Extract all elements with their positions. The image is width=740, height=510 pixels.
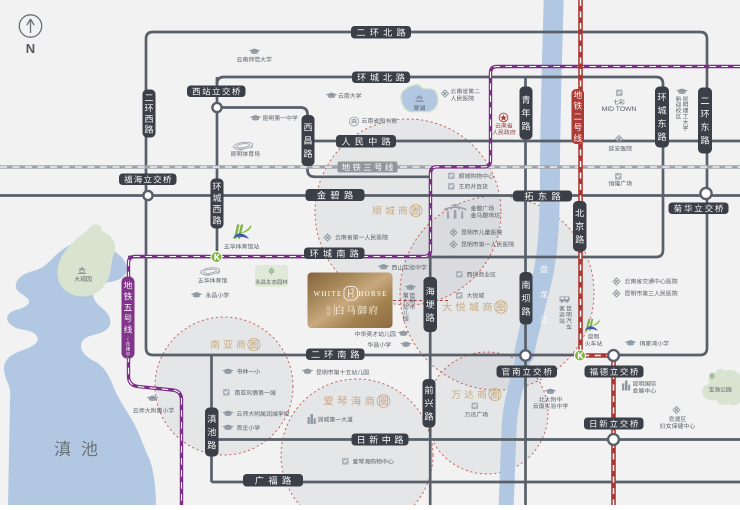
- svg-text:N: N: [26, 41, 35, 56]
- svg-text:MID TOWN: MID TOWN: [602, 106, 637, 113]
- svg-text:HORSE: HORSE: [358, 290, 387, 298]
- svg-text:WHITE: WHITE: [313, 290, 342, 298]
